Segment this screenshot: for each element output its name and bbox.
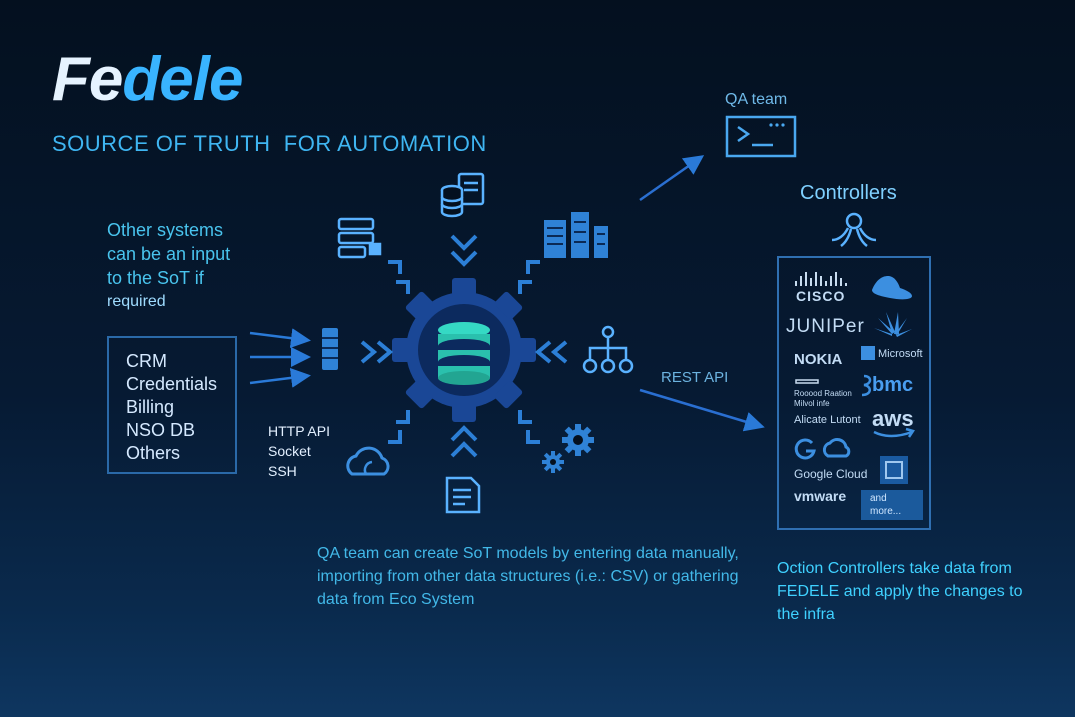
linked-list-icon bbox=[322, 328, 338, 370]
protocol-item: Socket bbox=[268, 443, 311, 459]
document-icon bbox=[445, 476, 481, 514]
protocol-item: HTTP API bbox=[268, 423, 330, 439]
qa-note: QA team can create SoT models by enterin… bbox=[317, 545, 739, 608]
source-item: Others bbox=[126, 443, 181, 463]
server-cluster-icon bbox=[544, 212, 608, 258]
brand-title-part2: dele bbox=[122, 45, 243, 114]
protocol-item: SSH bbox=[268, 463, 297, 479]
controllers-title: Controllers bbox=[800, 182, 897, 204]
vendor-aws: aws bbox=[872, 406, 914, 431]
and-more-line1: and bbox=[870, 493, 887, 504]
brand-title: Fedele bbox=[52, 44, 243, 115]
vendor-google-cloud: Google Cloud bbox=[794, 467, 868, 481]
vendor-microsoft: Microsoft bbox=[878, 348, 923, 360]
chevron-right-icon bbox=[534, 340, 568, 364]
gears-icon bbox=[542, 424, 594, 473]
page-subtitle: SOURCE OF TRUTH FOR AUTOMATION bbox=[52, 131, 487, 156]
source-item: Credentials bbox=[126, 374, 218, 394]
inputs-note-line: required bbox=[107, 293, 166, 310]
input-sources-box: CRM Credentials Billing NSO DB Others bbox=[107, 336, 237, 474]
rest-api-arrow bbox=[639, 388, 765, 432]
controllers-note: Oction Controllers take data from FEDELE… bbox=[777, 560, 1023, 623]
source-item: Billing bbox=[126, 397, 175, 417]
chevron-up-icon bbox=[450, 425, 478, 458]
source-item: CRM bbox=[126, 351, 167, 371]
database-icon bbox=[438, 322, 490, 385]
gcloud-icon bbox=[822, 438, 851, 458]
database-document-icon bbox=[440, 172, 485, 218]
octopus-icon bbox=[831, 212, 877, 247]
square-logo-icon bbox=[880, 456, 908, 484]
hierarchy-icon bbox=[582, 325, 634, 374]
vendor-azure-line1: Rooood Raation bbox=[794, 389, 852, 398]
vendor-alicate: Alicate Lutont bbox=[794, 414, 861, 426]
corner-brackets bbox=[388, 260, 540, 444]
inputs-note: Other systems can be an input to the SoT… bbox=[107, 218, 230, 314]
azure-icon bbox=[795, 379, 819, 384]
server-rack-icon bbox=[337, 217, 382, 259]
qa-team-label: QA team bbox=[725, 91, 788, 108]
and-more-badge: and more... bbox=[861, 490, 923, 520]
terminal-icon bbox=[725, 115, 797, 158]
redhat-icon bbox=[872, 276, 912, 300]
vendor-azure-line2: Milvol infe bbox=[794, 399, 830, 408]
source-item: NSO DB bbox=[126, 420, 196, 440]
inputs-note-line: can be an input bbox=[107, 244, 231, 264]
rest-api-label: REST API bbox=[661, 369, 729, 386]
brand-title-part1: Fe bbox=[52, 45, 123, 114]
huawei-icon bbox=[874, 312, 912, 337]
and-more-line2: more... bbox=[870, 506, 902, 517]
vendor-juniper: JUNIPer bbox=[786, 316, 865, 337]
qa-arrow bbox=[639, 155, 705, 202]
chevron-down-icon bbox=[450, 234, 478, 267]
vendor-bmc: bmc bbox=[872, 374, 914, 396]
bmc-icon bbox=[861, 374, 872, 397]
inputs-note-line: Other systems bbox=[107, 220, 224, 240]
cloud-icon bbox=[346, 446, 390, 476]
input-arrows bbox=[249, 328, 311, 388]
protocol-list: HTTP API Socket SSH bbox=[268, 421, 330, 481]
inputs-note-line: to the SoT if bbox=[107, 268, 204, 288]
vendor-panel bbox=[777, 256, 931, 530]
vendor-nokia: NOKIA bbox=[794, 351, 843, 368]
chevron-left-icon bbox=[360, 340, 394, 364]
vendor-cisco: CISCO bbox=[796, 288, 846, 304]
cisco-bars-icon bbox=[795, 272, 847, 286]
google-icon bbox=[794, 438, 816, 460]
aws-smile-icon bbox=[873, 427, 915, 438]
vendor-vmware: vmware bbox=[794, 488, 847, 504]
microsoft-icon bbox=[861, 346, 875, 360]
